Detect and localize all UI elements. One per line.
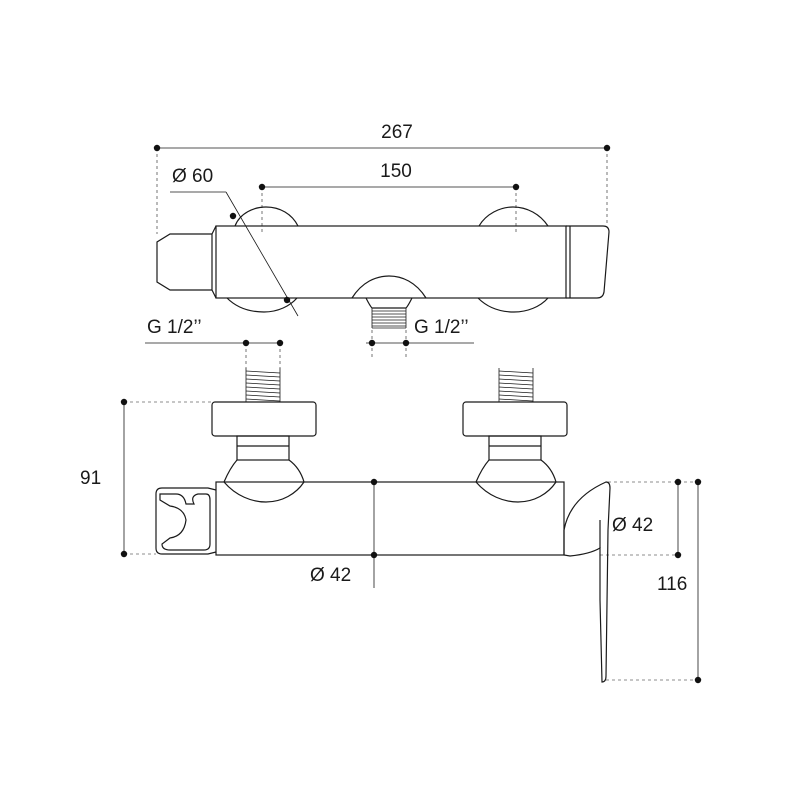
dim-inlet-thread-dot-right [276, 339, 284, 347]
right-eccentric-disc [478, 206, 549, 227]
dim-front-height-dot-top [120, 398, 128, 406]
top-view: 267 150 Ø 60 G 1/2’’ [153, 122, 611, 358]
dim-handle-height-label: 116 [657, 574, 687, 595]
right-inlet-thread [498, 368, 534, 402]
dim-eccentric-dot-bottom [283, 296, 291, 304]
dim-handle-diameter-label: Ø 42 [612, 515, 653, 536]
dim-front-height-dot-bottom [120, 550, 128, 558]
dim-eccentric-dot-top [229, 212, 237, 220]
left-inlet-neck [223, 459, 305, 483]
right-inlet-neck [475, 459, 557, 483]
dim-handle-height-dot-bottom [694, 676, 702, 684]
dim-handle-diameter-dot-bottom [674, 551, 682, 559]
left-inlet-nut [211, 401, 317, 437]
dim-inlet-thread-dot-left [242, 339, 250, 347]
dim-total-width-dot-right [603, 144, 611, 152]
dim-outlet-thread-dot-left [368, 339, 376, 347]
shower-holder [155, 487, 217, 555]
dim-inlet-spacing-dot-right [512, 183, 520, 191]
dim-outlet-thread-label: G 1/2’’ [414, 317, 469, 338]
dim-body-diameter-dot-top [370, 478, 378, 486]
top-shower-holder [156, 233, 212, 291]
right-inlet-eccentric [475, 481, 557, 503]
right-inlet-nut [462, 401, 568, 437]
left-eccentric-disc-bottom [226, 297, 298, 313]
top-outlet-neck [365, 297, 413, 309]
dim-inlet-spacing-dot-left [258, 183, 266, 191]
dim-inlet-spacing-label: 150 [380, 161, 412, 182]
top-body [215, 225, 567, 299]
lever-handle [563, 481, 611, 683]
top-outlet-bulge [351, 275, 427, 299]
dim-inlet-thread-label: G 1/2’’ [147, 317, 202, 338]
front-body [215, 481, 565, 556]
dim-handle-height-dot-top [694, 478, 702, 486]
dim-body-diameter-dot-bottom [370, 551, 378, 559]
left-inlet-eccentric [223, 481, 305, 503]
dim-total-width-label: 267 [381, 122, 413, 143]
dim-eccentric-label: Ø 60 [172, 166, 213, 187]
right-inlet-collar [488, 435, 542, 461]
dim-body-diameter-label: Ø 42 [310, 565, 351, 586]
dim-total-width-dot-left [153, 144, 161, 152]
right-eccentric-disc-bottom [477, 297, 549, 313]
top-outlet-thread [371, 308, 407, 329]
shower-holder-fork [159, 493, 211, 551]
dim-outlet-thread-dot-right [402, 339, 410, 347]
dim-front-height-label: 91 [80, 468, 101, 489]
left-inlet-collar [236, 435, 290, 461]
top-left-cap [211, 225, 217, 299]
front-view: 91 G 1/2’’ Ø 42 Ø 42 116 [80, 317, 702, 684]
dim-eccentric-diagonal [225, 191, 299, 317]
left-inlet-thread [245, 368, 281, 402]
left-eccentric-disc [234, 206, 299, 227]
top-handle [566, 225, 610, 299]
